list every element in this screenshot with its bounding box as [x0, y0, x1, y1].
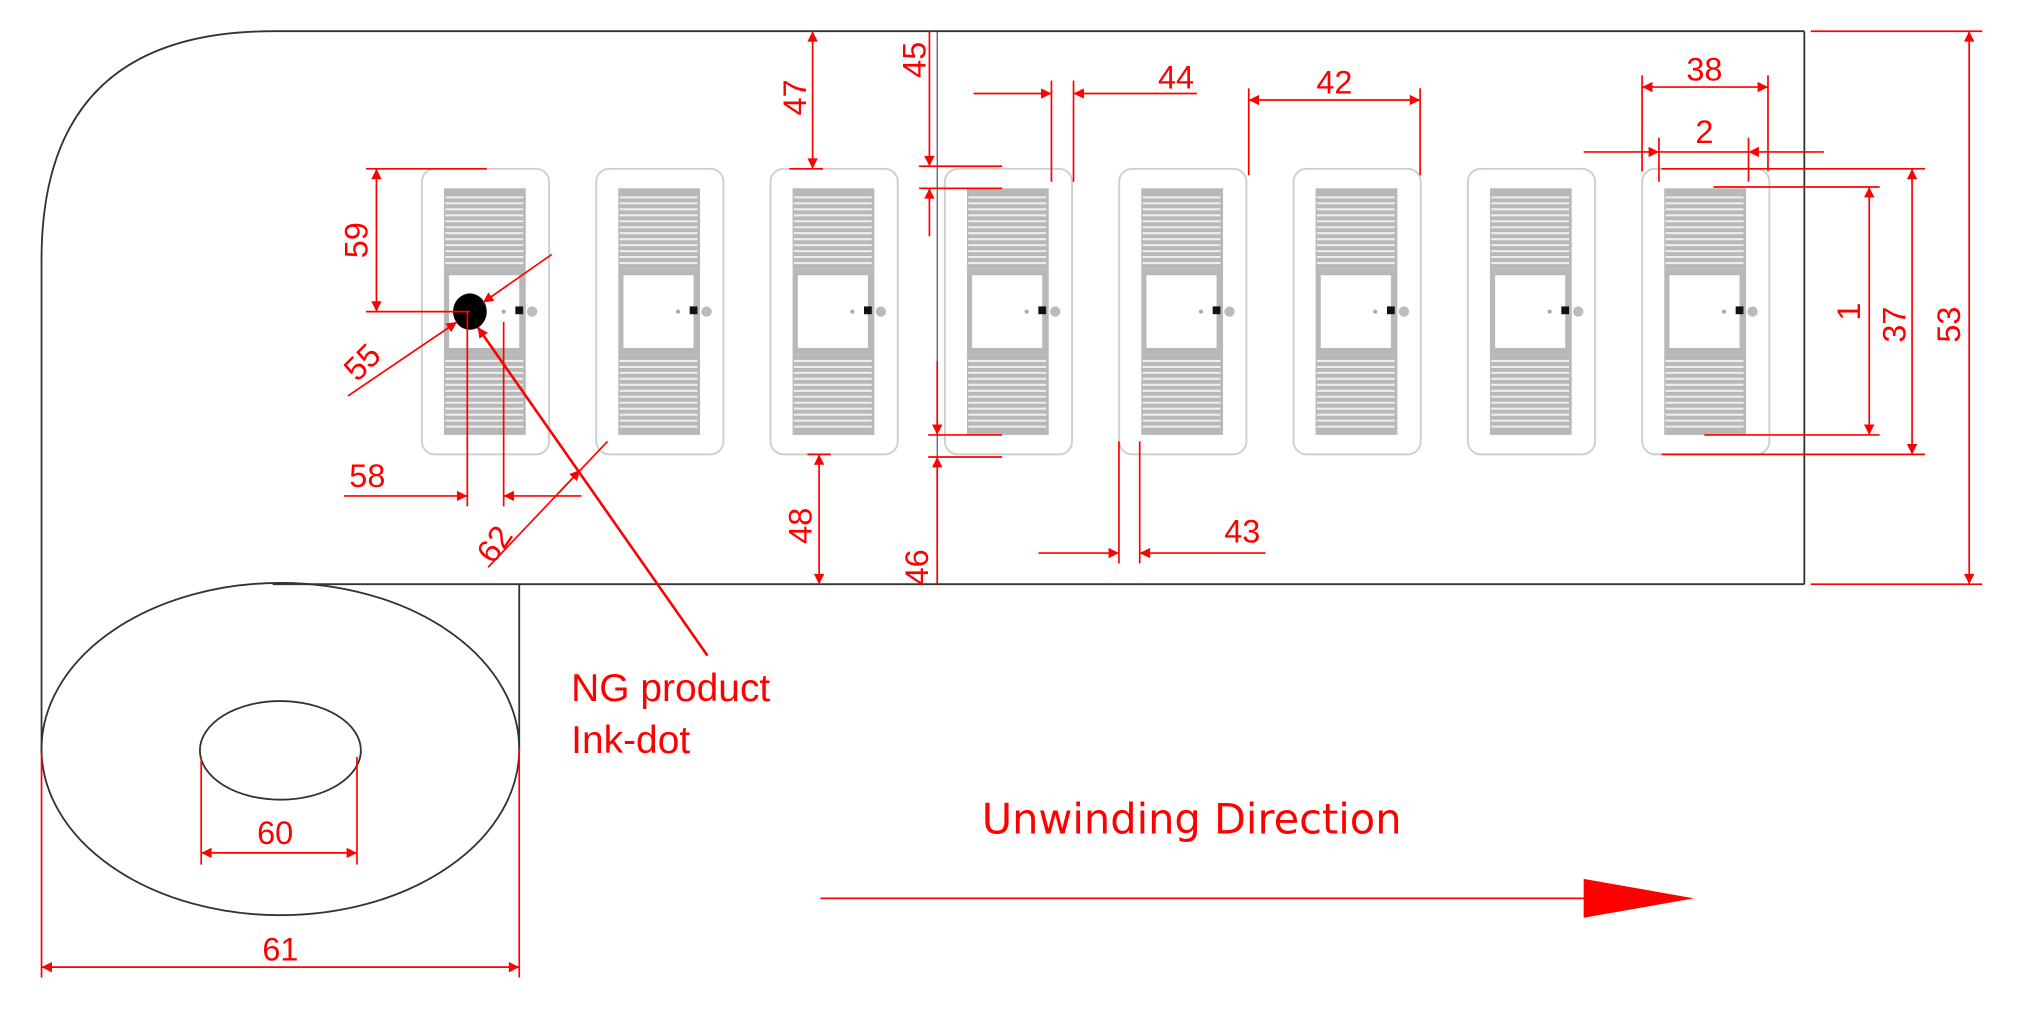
dim-2: 2 — [1695, 114, 1713, 150]
antenna-icon — [1315, 188, 1410, 435]
dim-46: 46 — [899, 549, 935, 585]
dim-60: 60 — [257, 815, 293, 851]
dim-1: 1 — [1831, 303, 1867, 321]
dim-53: 53 — [1931, 307, 1967, 343]
rfid-label — [1118, 167, 1248, 456]
dim-43: 43 — [1224, 514, 1260, 550]
antenna-icon — [618, 188, 712, 435]
chip-icon — [1386, 306, 1395, 315]
antenna-icon — [1141, 188, 1235, 435]
dim-58: 58 — [349, 458, 385, 494]
antenna-icon — [443, 188, 538, 435]
rfid-label — [595, 167, 725, 456]
dim-47: 47 — [777, 79, 813, 115]
dim-37: 37 — [1877, 307, 1913, 343]
rfid-label — [943, 167, 1074, 456]
roll — [40, 581, 521, 917]
direction-arrow-icon — [1583, 878, 1694, 918]
dim-44: 44 — [1158, 59, 1194, 95]
rfid-label — [1641, 167, 1771, 456]
chip-icon — [1561, 306, 1570, 315]
chip-icon — [863, 306, 872, 315]
unwinding-direction-label: Unwinding Direction — [982, 794, 1402, 843]
web-outline — [40, 30, 1806, 753]
antenna-icon — [1664, 188, 1758, 435]
chip-icon — [1212, 306, 1221, 315]
rfid-label — [769, 167, 899, 456]
dim-45: 45 — [897, 42, 933, 78]
dim-61: 61 — [262, 932, 298, 968]
ng-product-callout: NG product Ink-dot — [476, 326, 770, 762]
antenna-icon — [792, 188, 887, 435]
dim-48: 48 — [782, 508, 818, 544]
antenna-icon — [1489, 188, 1584, 435]
chip-icon — [1735, 306, 1744, 315]
rfid-label — [1292, 167, 1422, 456]
dim-42: 42 — [1316, 65, 1352, 101]
dim-59: 59 — [338, 222, 374, 258]
dim-55: 55 — [337, 337, 388, 388]
chip-icon — [689, 306, 698, 315]
dim-62: 62 — [470, 519, 520, 569]
callout-line-1: NG product — [571, 667, 770, 710]
roll-core — [198, 700, 362, 801]
rfid-label — [1466, 167, 1597, 456]
antenna-icon — [966, 188, 1061, 435]
callout-line-2: Ink-dot — [571, 719, 690, 762]
chip-icon — [1038, 306, 1047, 315]
dim-38: 38 — [1686, 52, 1722, 88]
chip-icon — [515, 306, 524, 315]
labels — [420, 167, 1771, 456]
